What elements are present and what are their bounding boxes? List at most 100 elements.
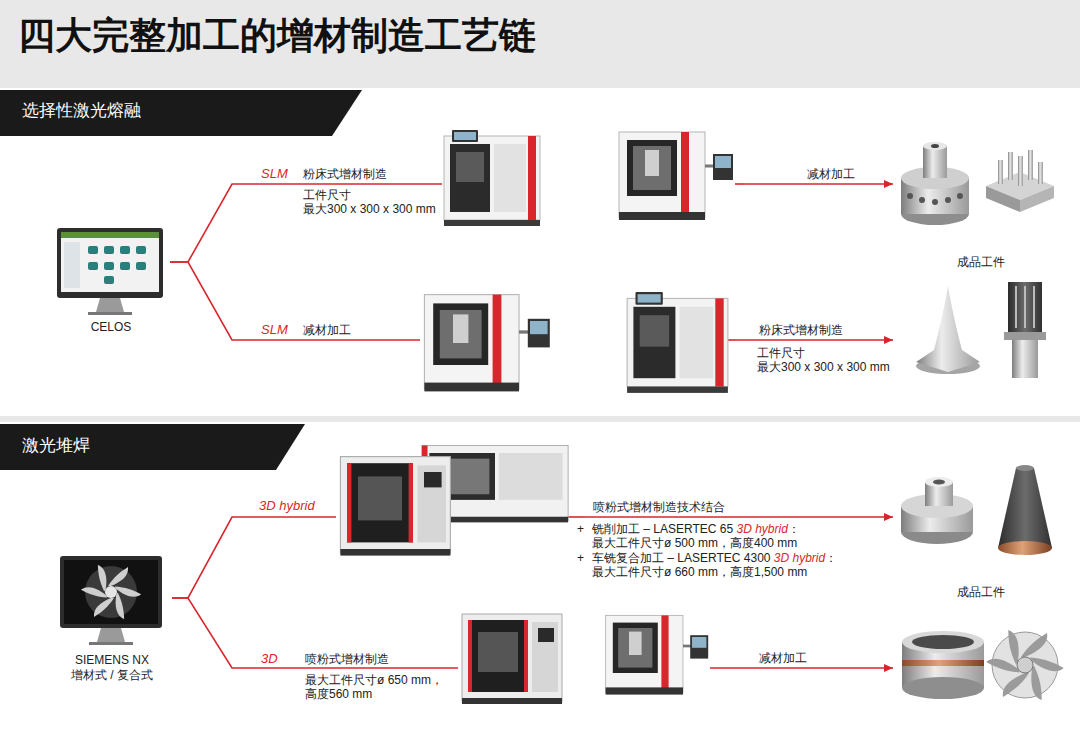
note-label: +: [577, 551, 584, 565]
monitor-icon: [88, 246, 98, 254]
product-part: [998, 468, 1052, 548]
product-part: [1012, 340, 1038, 378]
process-line: [255, 516, 336, 518]
machine-tool: [462, 614, 562, 704]
product-part: [933, 480, 945, 485]
edge-label: 减材加工: [805, 167, 857, 181]
process-text: 最大工件尺寸ø 650 mm，: [305, 673, 443, 687]
section-heading: 选择性激光熔融: [22, 101, 141, 121]
process-row: SLM粉床式增材制造工件尺寸最大300 x 300 x 300 mm: [255, 156, 745, 222]
product-part: [1021, 633, 1047, 657]
product-part: [902, 631, 984, 699]
monitor-icon: [57, 228, 163, 315]
note-label: 最大300 x 300 x 300 mm: [757, 360, 890, 374]
section-tab: [0, 90, 362, 136]
product-part: [998, 465, 1052, 555]
connector-line: [585, 516, 893, 518]
machine-tool: [619, 132, 733, 220]
product-group: 成品工件: [893, 135, 1068, 387]
product-part: [1016, 465, 1034, 471]
product-part: [902, 677, 984, 699]
caption-text: 增材式 / 复合式: [52, 668, 172, 682]
product-part: [1008, 152, 1013, 180]
process-text: 减材加工: [303, 323, 351, 337]
product-part: [945, 197, 951, 203]
process-text: 工件尺寸: [303, 188, 351, 202]
machine-tool: [627, 292, 728, 393]
monitor-icon: [89, 642, 133, 645]
product-part: [931, 144, 939, 148]
machine-tool: [606, 615, 709, 694]
product-part: [1008, 282, 1042, 332]
connector-line: [710, 667, 893, 669]
monitor-icon: [60, 556, 162, 645]
monitor-icon: [57, 228, 163, 298]
edge-label: 减材加工: [757, 651, 809, 665]
monitor-icon: [61, 232, 159, 292]
machine-tool: [340, 457, 450, 556]
caption-text: 成品工件: [893, 255, 1068, 269]
process-text: 粉床式增材制造: [303, 167, 387, 181]
section-heading: 激光堆焊: [22, 436, 90, 456]
process-line: [735, 183, 745, 185]
note-label: 最大工件尺寸ø 500 mm，高度400 mm: [592, 536, 797, 550]
caption-text: SIEMENS NX: [52, 653, 172, 667]
connector-line: [735, 339, 893, 341]
machine-tool: [424, 295, 549, 392]
monitor-icon: [136, 246, 146, 254]
monitor-icon: [64, 242, 80, 288]
monitor-icon: [108, 567, 128, 586]
monitor-icon: [136, 262, 146, 270]
process-line: [255, 184, 745, 668]
monitor-icon: [88, 262, 98, 270]
product-part: [902, 631, 984, 653]
monitor-icon: [104, 246, 114, 254]
monitor-icon: [94, 598, 114, 617]
panel-ground: [0, 422, 1080, 749]
product-group: 成品工件: [893, 462, 1068, 718]
software-monitor: CELOS: [52, 224, 170, 338]
process-row: 3D hybrid: [255, 490, 585, 546]
caption-text: CELOS: [52, 320, 170, 334]
product-part: [986, 186, 1020, 212]
panel-ground: [0, 88, 1080, 749]
connector-line: [745, 183, 893, 185]
product-part: [901, 142, 969, 225]
section-panel: 选择性激光熔融CELOSSLM粉床式增材制造工件尺寸最大300 x 300 x …: [0, 88, 1080, 416]
edge-label: 喷粉式增材制造技术结合: [591, 500, 727, 514]
product-part: [957, 193, 963, 199]
monitor-icon: [120, 262, 130, 270]
connector-line: [170, 262, 255, 340]
diagram-title: 四大完整加工的增材制造工艺链: [18, 14, 536, 58]
product-part: [1020, 186, 1054, 212]
product-part: [932, 199, 938, 205]
process-row: SLM减材加工: [255, 312, 735, 372]
process-tag: SLM: [261, 166, 288, 182]
process-line: [255, 667, 458, 669]
product-part: [1015, 286, 1017, 328]
product-part: [916, 286, 980, 372]
product-part: [998, 160, 1003, 184]
product-part: [923, 146, 947, 178]
software-monitor: SIEMENS NX增材式 / 复合式: [52, 553, 172, 685]
process-line: [728, 339, 735, 341]
process-tag: 3D hybrid: [259, 498, 315, 514]
product-part: [902, 660, 984, 666]
monitor-icon: [105, 586, 117, 598]
product-part: [923, 142, 947, 150]
product-part: [1004, 282, 1046, 378]
process-row: 3D喷粉式增材制造最大工件尺寸ø 650 mm，高度560 mm: [255, 642, 710, 706]
product-part: [919, 197, 925, 203]
product-part: [912, 635, 974, 649]
process-line: [255, 339, 420, 341]
product-part: [925, 477, 953, 487]
section-tab: [0, 90, 362, 470]
product-part: [907, 193, 913, 199]
product-part: [1033, 286, 1035, 328]
monitor-icon: [88, 312, 132, 315]
edge-label: 粉床式增材制造: [757, 323, 845, 337]
machine-tool: [340, 130, 733, 704]
process-text: 喷粉式增材制造: [305, 652, 389, 666]
